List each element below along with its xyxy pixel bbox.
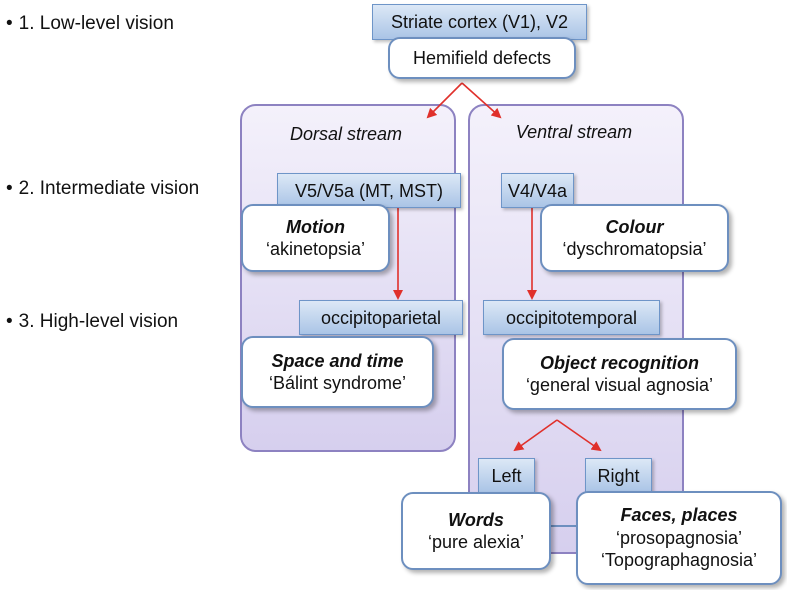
card-space-time-deficit: ‘Bálint syndrome’ [268, 373, 407, 393]
arrow-to-dorsal [426, 82, 463, 119]
level-3-label: •3. High-level vision [6, 311, 178, 333]
card-colour: Colour ‘dyschromatopsia’ [540, 204, 729, 272]
area-occipitoparietal: occipitoparietal [299, 300, 463, 335]
arrow-to-right [556, 419, 602, 452]
card-object-recognition-title: Object recognition [539, 352, 699, 373]
card-faces-places-deficit-2: ‘Topographagnosia’ [600, 550, 758, 571]
card-motion-title: Motion [286, 216, 345, 237]
card-faces-places-title: Faces, places [620, 505, 738, 526]
card-motion-deficit: ‘akinetopsia’ [265, 239, 366, 259]
level-1-label: •1. Low-level vision [6, 13, 174, 35]
area-occipitotemporal: occipitotemporal [483, 300, 660, 335]
card-words: Words ‘pure alexia’ [401, 492, 551, 570]
card-colour-deficit: ‘dyschromatopsia’ [562, 239, 707, 259]
card-object-recognition-deficit: ‘general visual agnosia’ [525, 375, 714, 395]
level-3-text: 3. High-level vision [18, 311, 179, 332]
level-2-label: •2. Intermediate vision [6, 178, 199, 200]
level-1-text: 1. Low-level vision [18, 13, 174, 34]
area-striate-cortex: Striate cortex (V1), V2 [372, 4, 587, 40]
bullet-icon: • [6, 13, 13, 34]
area-left: Left [478, 458, 535, 493]
level-2-text: 2. Intermediate vision [18, 178, 200, 199]
arrow-to-left [513, 419, 558, 452]
area-v5: V5/V5a (MT, MST) [277, 173, 461, 208]
card-words-deficit: ‘pure alexia’ [427, 532, 525, 552]
ventral-stream-label: Ventral stream [515, 122, 633, 142]
card-colour-title: Colour [605, 216, 664, 237]
card-faces-places: Faces, places ‘prosopagnosia’ ‘Topograph… [576, 491, 782, 585]
card-faces-places-deficit-1: ‘prosopagnosia’ [615, 527, 743, 548]
area-right: Right [585, 458, 652, 493]
arrow-to-ventral [461, 82, 502, 119]
dorsal-stream-label: Dorsal stream [289, 124, 403, 144]
area-v4: V4/V4a [501, 173, 574, 208]
card-hemifield-defects: Hemifield defects [388, 37, 576, 79]
bullet-icon: • [6, 178, 13, 199]
card-space-time-title: Space and time [271, 350, 404, 371]
card-space-time: Space and time ‘Bálint syndrome’ [241, 336, 434, 408]
bullet-icon: • [6, 311, 13, 332]
card-object-recognition: Object recognition ‘general visual agnos… [502, 338, 737, 410]
card-words-title: Words [448, 509, 504, 530]
card-motion: Motion ‘akinetopsia’ [241, 204, 390, 272]
